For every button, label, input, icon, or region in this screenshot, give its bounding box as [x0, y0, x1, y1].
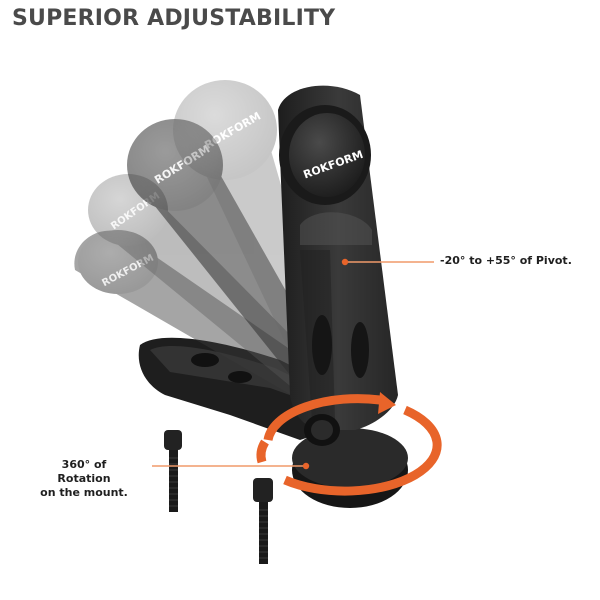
rotation-callout [152, 462, 310, 470]
main-mount-cap: ROKFORM [279, 105, 371, 205]
bolt-left [164, 430, 182, 512]
rotation-callout-line1: 360° of Rotation [57, 458, 111, 485]
rotation-callout-label: 360° of Rotation on the mount. [34, 458, 134, 500]
rotation-arrow-icon [256, 394, 442, 496]
ghost-arm-1: ROKFORM [74, 230, 321, 400]
page-title: SUPERIOR ADJUSTABILITY [12, 6, 336, 31]
bolt-right [253, 478, 273, 564]
pivot-callout [341, 258, 434, 266]
pivot-hinge [304, 414, 340, 446]
rotation-callout-line2: on the mount. [40, 486, 128, 499]
rotation-arrowhead-icon [378, 392, 396, 414]
pivot-callout-label: -20° to +55° of Pivot. [440, 254, 572, 267]
